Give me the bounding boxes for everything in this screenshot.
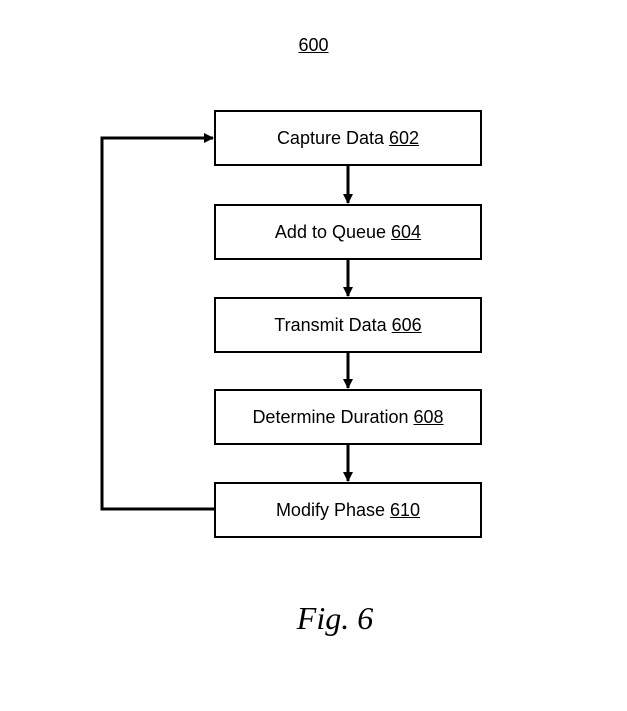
step-label: Capture Data bbox=[276, 127, 384, 148]
figure-caption: Fig. 6 bbox=[296, 600, 374, 636]
step-number: 608 bbox=[413, 406, 444, 427]
step-box-capture-data: Capture Data 602 bbox=[214, 110, 482, 166]
step-number: 604 bbox=[391, 221, 422, 242]
step-label: Modify Phase bbox=[275, 499, 385, 520]
loop-back-arrow-610-to-602 bbox=[100, 133, 214, 511]
step-label: Add to Queue bbox=[274, 221, 387, 242]
step-label: Determine Duration bbox=[252, 406, 409, 427]
step-box-determine-duration: Determine Duration 608 bbox=[214, 389, 482, 445]
figure-reference-number: 600 bbox=[298, 35, 329, 55]
step-box-add-to-queue: Add to Queue 604 bbox=[214, 204, 482, 260]
step-box-modify-phase: Modify Phase 610 bbox=[214, 482, 482, 538]
step-label: Transmit Data bbox=[274, 314, 387, 335]
step-number: 606 bbox=[391, 314, 422, 335]
step-number: 602 bbox=[389, 127, 420, 148]
step-number: 610 bbox=[390, 499, 421, 520]
step-box-transmit-data: Transmit Data 606 bbox=[214, 297, 482, 353]
